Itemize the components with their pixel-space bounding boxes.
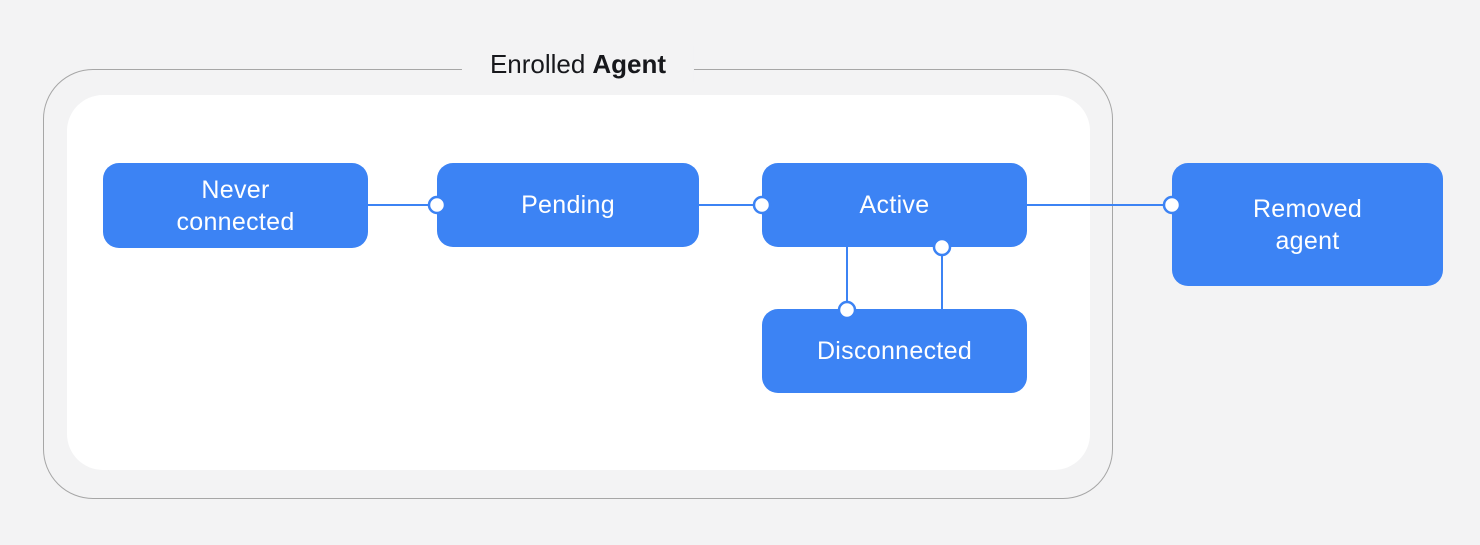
- group-title-bold-text: Agent: [592, 49, 667, 79]
- state-label-removed-agent: Removed agent: [1252, 194, 1363, 255]
- state-node-disconnected: Disconnected: [762, 309, 1027, 393]
- enrolled-agent-inner-panel: [67, 95, 1090, 470]
- state-node-never-connected: Never connected: [103, 163, 368, 248]
- state-label-pending: Pending: [521, 191, 615, 219]
- state-node-removed-agent: Removed agent: [1172, 163, 1443, 286]
- state-node-active: Active: [762, 163, 1027, 247]
- state-label-never-connected: Never connected: [176, 175, 295, 236]
- state-label-disconnected: Disconnected: [816, 337, 973, 365]
- state-label-active: Active: [859, 191, 930, 219]
- group-title-regular-text: Enrolled: [489, 49, 586, 79]
- state-node-pending: Pending: [437, 163, 699, 247]
